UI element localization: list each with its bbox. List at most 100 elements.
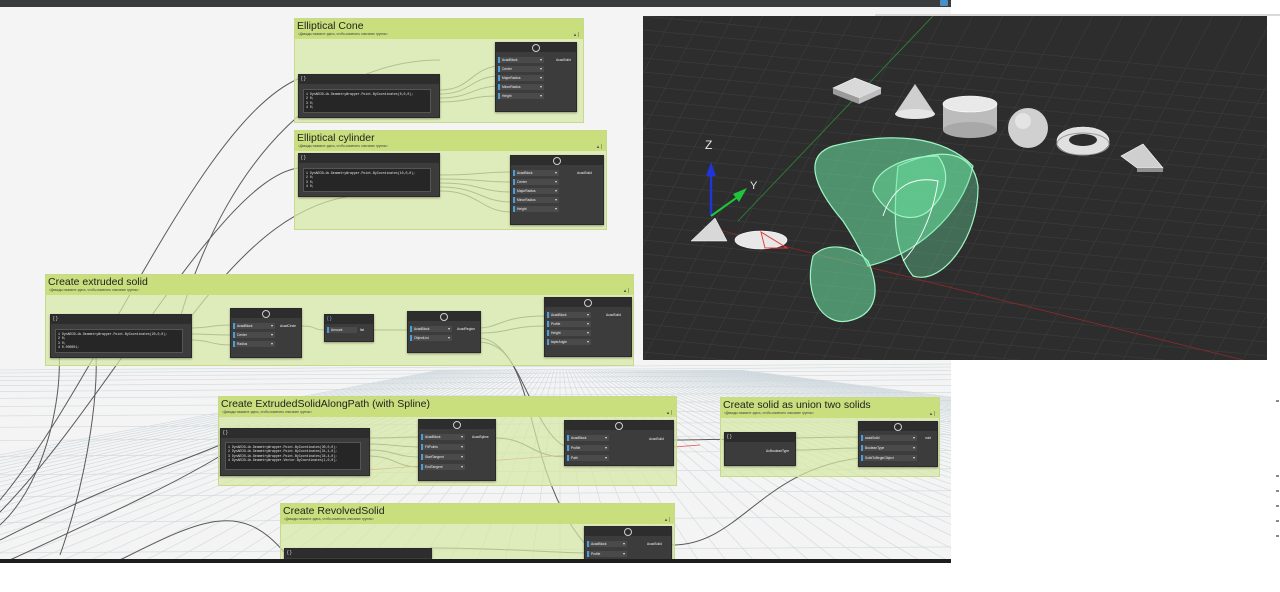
cylinder-solid [942, 95, 998, 138]
group-header[interactable] [46, 275, 633, 295]
chevron-down-icon: ▾ [912, 455, 915, 460]
output-port[interactable]: AcadRegion [457, 327, 475, 331]
chevron-down-icon: ▾ [539, 93, 542, 98]
code-block-node[interactable]: { } 1 DynAECOLib.GeometryWrapper.Point.B… [298, 74, 440, 118]
input-port[interactable]: AcadBlock▾ [587, 541, 627, 547]
group-header[interactable] [281, 504, 674, 524]
revolved-solid-node[interactable]: AcadBlock▾ Profile▾ AcadSolid [584, 526, 672, 563]
group-collapse-icon[interactable]: ▴ | [623, 288, 629, 294]
group-collapse-icon[interactable]: ▴ | [666, 410, 672, 416]
input-port[interactable]: Amount [327, 327, 357, 333]
input-port[interactable]: FitPoints▾ [421, 444, 465, 450]
group-header[interactable] [219, 397, 676, 417]
input-port[interactable]: AcadBlock▾ [421, 434, 465, 440]
elliptical-cone-node[interactable]: AcadBlock▾ Center▾ MajorRadius▾ MinorRad… [495, 42, 577, 112]
input-port[interactable]: MinorRadius▾ [498, 84, 544, 90]
chevron-down-icon: ▾ [539, 84, 542, 89]
boolean-union-node[interactable]: acadSolid▾ BooleanType▾ SolidToBeginObje… [858, 421, 938, 467]
extruded-solid-node[interactable]: AcadBlock▾ Profile▾ Height▾ taperAngle▾ … [544, 297, 632, 357]
chevron-down-icon: ▾ [622, 551, 625, 556]
input-port[interactable]: Profile▾ [567, 445, 609, 451]
spline-node[interactable]: AcadBlock▾ FitPoints▾ StartTangent▾ EndT… [418, 419, 496, 481]
code-block-icon: { } [53, 316, 58, 322]
input-port[interactable]: AcadBlock▾ [410, 326, 452, 332]
code-editor[interactable]: 1 DynAECOLib.GeometryWrapper.Point.ByCoo… [225, 442, 361, 470]
input-port[interactable]: SolidToBeginObject▾ [861, 455, 917, 461]
input-port[interactable]: ObjectList▾ [410, 335, 452, 341]
input-port[interactable]: taperAngle▾ [547, 339, 591, 345]
node-icon [553, 157, 561, 165]
chevron-down-icon: ▾ [447, 335, 450, 340]
input-port[interactable]: AcadBlock▾ [498, 57, 544, 63]
input-port[interactable]: StartTangent▾ [421, 454, 465, 460]
output-port[interactable]: AcadSpline [472, 435, 489, 439]
input-port[interactable]: Center▾ [498, 66, 544, 72]
wedge-solid [1120, 143, 1164, 172]
boolean-type-node[interactable]: { } AcBooleanType [724, 432, 796, 466]
wire [119, 520, 285, 561]
list-create-node[interactable]: { } Amount list [324, 314, 374, 342]
input-port[interactable]: MajorRadius▾ [498, 75, 544, 81]
input-port[interactable]: MajorRadius▾ [513, 188, 559, 194]
chevron-down-icon: ▾ [447, 326, 450, 331]
code-editor[interactable]: 1 DynAECOLib.GeometryWrapper.Point.ByCoo… [303, 89, 431, 113]
input-port[interactable]: AcadBlock▾ [547, 312, 591, 318]
input-port[interactable]: Height▾ [513, 206, 559, 212]
group-header[interactable] [295, 19, 583, 39]
output-port[interactable]: AcadSolid [606, 313, 621, 317]
input-port[interactable]: BooleanType▾ [861, 445, 917, 451]
group-header[interactable] [721, 398, 939, 418]
group-collapse-icon[interactable]: ▴ | [573, 32, 579, 38]
3d-preview-viewport[interactable]: Z Y [643, 16, 1267, 360]
circle-node[interactable]: AcadBlock▾ Center▾ Radius▾ AcadCircle [230, 308, 302, 358]
output-port[interactable]: AcBooleanType [766, 449, 790, 453]
chevron-down-icon: ▾ [539, 57, 542, 62]
spline-curve [882, 179, 939, 262]
output-port[interactable]: AcadCircle [280, 324, 296, 328]
wire [9, 454, 223, 561]
region-node[interactable]: AcadBlock▾ ObjectList▾ AcadRegion [407, 311, 481, 353]
chevron-down-icon: ▾ [460, 464, 463, 469]
group-collapse-icon[interactable]: ▴ | [596, 144, 602, 150]
elliptical-cylinder-node[interactable]: AcadBlock▾ Center▾ MajorRadius▾ MinorRad… [510, 155, 604, 225]
code-block-node[interactable]: { } 1 DynAECOLib.GeometryWrapper.Point.B… [298, 153, 440, 197]
output-port[interactable]: AcadSolid [647, 542, 662, 546]
group-collapse-icon[interactable]: ▴ | [664, 517, 670, 523]
code-editor[interactable]: 1 DynAECOLib.GeometryWrapper.Point.ByCoo… [303, 168, 431, 192]
group-collapse-icon[interactable]: ▴ | [929, 411, 935, 417]
input-port[interactable]: Profile▾ [547, 321, 591, 327]
input-port[interactable]: Center▾ [233, 332, 275, 338]
output-port[interactable]: AcadSolid [556, 58, 571, 62]
input-port[interactable]: Path▾ [567, 455, 609, 461]
input-port[interactable]: Center▾ [513, 179, 559, 185]
node-icon [532, 44, 540, 52]
output-port[interactable]: AcadSolid [649, 437, 664, 441]
input-port[interactable]: AcadBlock▾ [513, 170, 559, 176]
input-port[interactable]: Profile▾ [587, 551, 627, 557]
input-port[interactable]: Radius▾ [233, 341, 275, 347]
window-right-edge [1275, 20, 1280, 560]
extruded-along-path-node[interactable]: AcadBlock▾ Profile▾ Path▾ AcadSolid [564, 420, 674, 466]
code-block-node[interactable]: { } 1 DynAECOLib.GeometryWrapper.Point.B… [220, 428, 370, 476]
input-port[interactable]: Height▾ [498, 93, 544, 99]
chevron-down-icon: ▾ [912, 435, 915, 440]
input-port[interactable]: MinorRadius▾ [513, 197, 559, 203]
group-header[interactable] [295, 131, 606, 151]
input-port[interactable]: EndTangent▾ [421, 464, 465, 470]
node-icon [624, 528, 632, 536]
output-port[interactable]: AcadSolid [577, 171, 592, 175]
bottom-border [0, 559, 951, 563]
viewport-scene[interactable]: Z Y [643, 16, 1267, 360]
chevron-down-icon: ▾ [270, 341, 273, 346]
output-port[interactable]: list [360, 328, 365, 332]
chevron-down-icon: ▾ [604, 455, 607, 460]
input-port[interactable]: AcadBlock▾ [567, 435, 609, 441]
code-block-node[interactable]: { } 1 DynAECOLib.GeometryWrapper.Point.B… [50, 314, 192, 358]
input-port[interactable]: AcadBlock▾ [233, 323, 275, 329]
output-port[interactable]: void [925, 436, 932, 440]
input-port[interactable]: acadSolid▾ [861, 435, 917, 441]
code-editor[interactable]: 1 DynAECOLib.GeometryWrapper.Point.ByCoo… [55, 329, 183, 353]
toolbar-icon[interactable] [940, 0, 948, 6]
chevron-down-icon: ▾ [539, 75, 542, 80]
input-port[interactable]: Height▾ [547, 330, 591, 336]
